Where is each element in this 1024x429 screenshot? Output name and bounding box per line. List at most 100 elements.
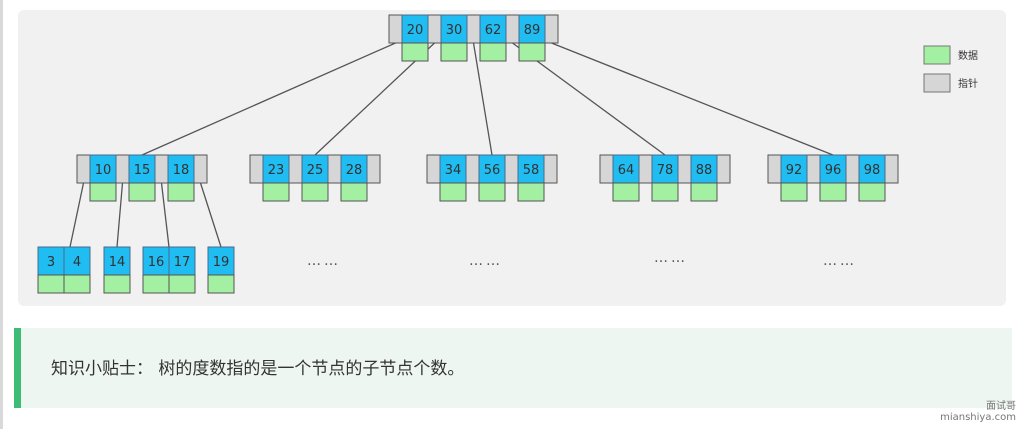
- level2-node-5-pointer-2: [845, 154, 860, 184]
- level2-node-3-key-label-56: 56: [484, 163, 501, 178]
- level2-node-2-key-label-28: 28: [346, 163, 363, 178]
- level2-node-1-pointer-0: [76, 154, 91, 184]
- level2-node-1-pointer-1: [115, 154, 130, 184]
- level2-node-3-data-34: [439, 182, 467, 202]
- level2-node-1-data-10: [89, 182, 117, 202]
- edges: [69, 42, 834, 248]
- tip-text: 知识小贴士： 树的度数指的是一个节点的子节点个数。: [51, 359, 465, 379]
- level2-node-4-key-label-88: 88: [696, 163, 713, 178]
- level2-node-4-pointer-0: [599, 154, 614, 184]
- ellipsis-1: ……: [307, 253, 341, 269]
- level2-node-1-pointer-3: [193, 154, 208, 184]
- level2-node-5-data-96: [819, 182, 847, 202]
- root-node-data-20: [401, 42, 429, 62]
- level2-node-1-key-15: [128, 154, 156, 184]
- leaf-node-2-key-14: [103, 246, 131, 276]
- edge-root-to-level2-1: [141, 42, 396, 156]
- legend-label-1: 数据: [958, 49, 978, 62]
- level2-node-5-pointer-3: [884, 154, 899, 184]
- level2-node-4-data-64: [612, 182, 640, 202]
- level2-node-2-pointer-3: [366, 154, 381, 184]
- legend-swatch-1: [923, 45, 951, 65]
- level2-node-5-data-92: [780, 182, 808, 202]
- leaf-node-4-key-label-19: 19: [213, 255, 230, 270]
- level2-node-4-key-78: [651, 154, 679, 184]
- edge-root-to-level2-4: [512, 42, 666, 156]
- level2-node-1-key-18: [167, 154, 195, 184]
- left-edge: [0, 0, 3, 429]
- level2-node-3-key-34: [439, 154, 467, 184]
- level2-node-1-data-18: [167, 182, 195, 202]
- level2-node-2: 23 25 28: [249, 154, 381, 202]
- leaf-node-3-key-label-17: 17: [174, 255, 191, 270]
- watermark-line2: mianshiya.com: [940, 412, 1016, 423]
- level2-node-5-key-96: [819, 154, 847, 184]
- ellipsis-3: ……: [654, 250, 688, 266]
- level2-node-3-pointer-1: [465, 154, 480, 184]
- legend-swatch-2: [923, 73, 951, 93]
- level2-node-3-key-56: [478, 154, 506, 184]
- level2-node-4-key-64: [612, 154, 640, 184]
- level2-node-1-data-15: [128, 182, 156, 202]
- level2-node-2-pointer-1: [288, 154, 303, 184]
- edge-level2-to-leaf-4: [199, 182, 222, 248]
- level2-node-3-key-58: [517, 154, 545, 184]
- root-node-key-label-30: 30: [446, 23, 463, 38]
- level2-node-4-pointer-2: [677, 154, 692, 184]
- level2-node-5-key-label-96: 96: [825, 163, 842, 178]
- level2-node-3-pointer-0: [426, 154, 441, 184]
- level2-node-2-pointer-2: [327, 154, 342, 184]
- watermark-line1: 面试哥: [986, 401, 1016, 412]
- level2-node-5: 92 96 98: [767, 154, 899, 202]
- leaf-node-1-data-4: [63, 274, 91, 294]
- level2-node-4-data-88: [690, 182, 718, 202]
- leaf-node-1-key-label-4: 4: [73, 255, 81, 270]
- level2-node-4-key-label-64: 64: [618, 163, 635, 178]
- legend-label-2: 指针: [958, 77, 978, 90]
- ellipsis-2: ……: [469, 253, 503, 269]
- level2-node-4-key-88: [690, 154, 718, 184]
- root-node-key-label-89: 89: [524, 23, 541, 38]
- level2-node-5-key-98: [858, 154, 886, 184]
- edge-level2-to-leaf-1: [69, 182, 85, 248]
- level2-node-5-pointer-1: [806, 154, 821, 184]
- leaf-node-2-key-label-14: 14: [109, 255, 126, 270]
- root-node-pointer-4: [544, 14, 559, 44]
- root-node-pointer-2: [466, 14, 481, 44]
- level2-node-3-pointer-2: [504, 154, 519, 184]
- level2-node-2-key-23: [262, 154, 290, 184]
- edge-root-to-level2-3: [472, 42, 493, 156]
- level2-node-2-key-label-23: 23: [268, 163, 285, 178]
- leaf-node-1-data-3: [37, 274, 65, 294]
- root-node-key-30: [440, 14, 468, 44]
- tip-box: 知识小贴士： 树的度数指的是一个节点的子节点个数。: [14, 328, 1012, 408]
- level2-node-5-key-label-92: 92: [786, 163, 803, 178]
- level2-node-5-pointer-0: [767, 154, 782, 184]
- leaf-node-3-key-17: [168, 246, 196, 276]
- leaf-node-2: 14: [103, 246, 131, 294]
- level2-node-2-key-25: [301, 154, 329, 184]
- level2-node-5-data-98: [858, 182, 886, 202]
- leaf-node-1-key-3: [37, 246, 65, 276]
- level2-node-4-data-78: [651, 182, 679, 202]
- leaf-node-3-key-16: [142, 246, 170, 276]
- level2-node-2-key-label-25: 25: [307, 163, 324, 178]
- leaf-node-2-data-14: [103, 274, 131, 294]
- leaf-node-3-data-17: [168, 274, 196, 294]
- leaf-node-3-key-label-16: 16: [148, 255, 165, 270]
- root-node-key-label-62: 62: [485, 23, 502, 38]
- root-node-data-89: [518, 42, 546, 62]
- edge-root-to-level2-2: [314, 42, 435, 156]
- level2-node-3-key-label-58: 58: [523, 163, 540, 178]
- level2-node-2-pointer-0: [249, 154, 264, 184]
- root-node-data-30: [440, 42, 468, 62]
- root-node-pointer-1: [427, 14, 442, 44]
- level2-node-1-pointer-2: [154, 154, 169, 184]
- level2-node-5-key-label-98: 98: [864, 163, 881, 178]
